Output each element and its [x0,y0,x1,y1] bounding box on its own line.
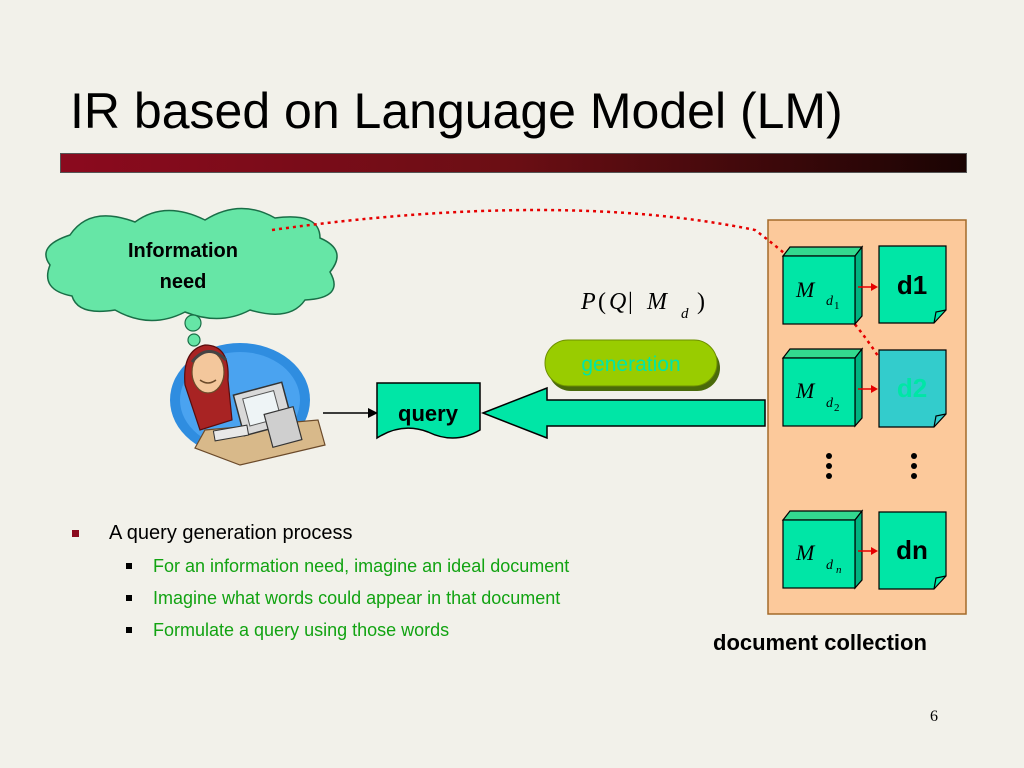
svg-text:n: n [836,564,842,576]
query-text: query [398,401,459,426]
bullet-main: A query generation process [72,522,612,545]
svg-text:Q: Q [609,289,626,315]
generation-pill: generation [544,339,720,391]
svg-text:M: M [795,378,816,403]
bullet-sub-3: Formulate a query using those words [72,617,612,643]
generation-text: generation [581,353,680,376]
bullet-sub-2: Imagine what words could appear in that … [72,585,612,611]
svg-text:M: M [795,540,816,565]
bullet-sub-1: For an information need, imagine an idea… [72,553,612,579]
information-need-text-line1: Information [128,240,238,262]
probability-formula: P ( Q | M d ) [580,289,705,322]
document-collection-label: document collection [713,630,927,655]
doc-label-d1: d1 [897,270,927,300]
svg-text:d: d [826,294,834,309]
information-need-cloud: Information need [45,207,338,347]
model-cube-n: M d n [781,509,864,590]
svg-text:|: | [628,289,633,315]
svg-text:d: d [681,306,689,322]
model-cube-2: M d 2 [781,347,864,428]
document-card-dn: dn [878,511,947,590]
ellipsis-documents [911,453,917,479]
user-at-computer-illustration [170,343,326,466]
document-card-d2: d2 [878,349,947,428]
slide-title: IR based on Language Model (LM) [70,83,843,139]
svg-text:): ) [697,289,705,315]
svg-text:M: M [646,289,669,315]
svg-text:M: M [795,277,816,302]
svg-text:d: d [826,396,834,411]
svg-text:d: d [826,558,834,573]
svg-text:P: P [580,289,596,315]
ellipsis-models [826,453,832,479]
dotted-connector [271,208,880,357]
doc-label-dn: dn [896,535,928,565]
svg-text:2: 2 [834,402,840,414]
generation-arrow [480,386,766,440]
svg-text:(: ( [598,289,606,315]
page-number: 6 [930,708,938,725]
svg-text:1: 1 [834,300,840,312]
title-underline-bar [60,153,967,173]
document-card-d1: d1 [878,245,947,324]
query-box: query [376,382,481,440]
model-to-doc-arrows [858,283,878,555]
doc-label-d2: d2 [897,373,927,403]
bullet-list: A query generation process For an inform… [72,522,612,649]
information-need-text-line2: need [160,271,207,293]
model-cube-1: M d 1 [781,245,864,326]
